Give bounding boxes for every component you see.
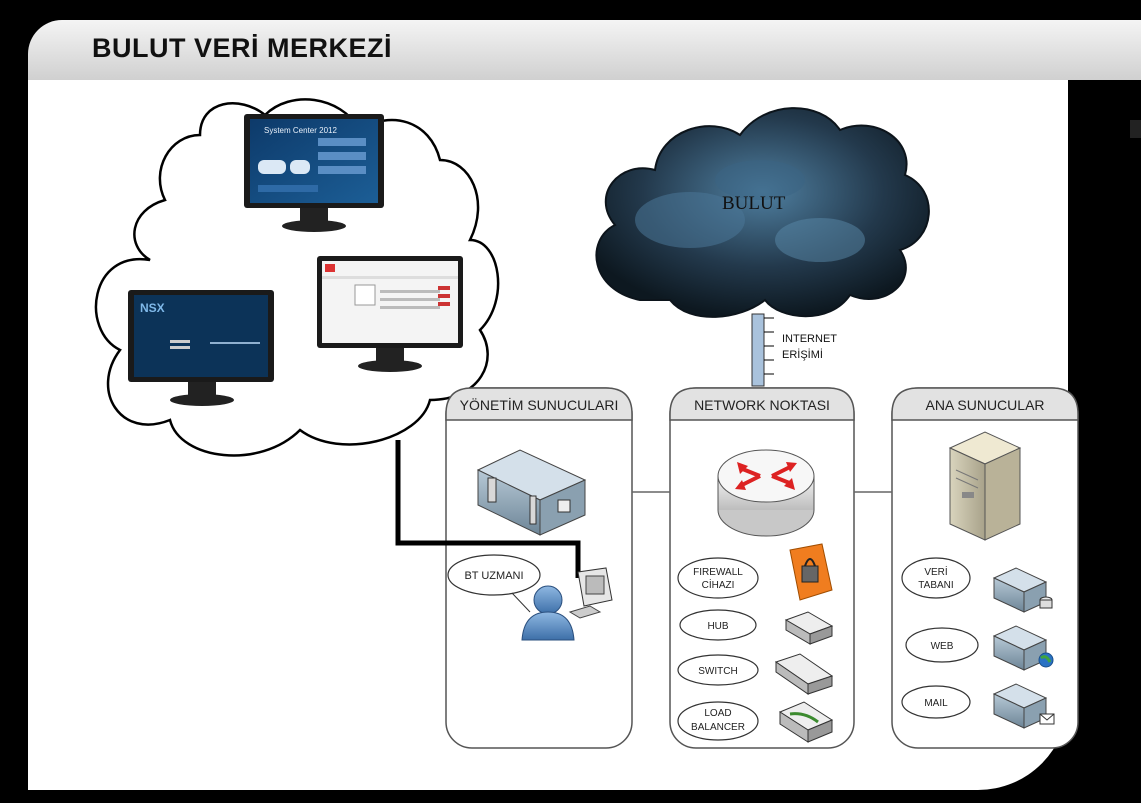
router-icon: [717, 449, 815, 537]
management-server-icon: [476, 449, 587, 536]
svg-text:FIREWALL: FIREWALL: [693, 567, 743, 578]
svg-text:System Center 2012: System Center 2012: [264, 126, 337, 135]
svg-text:VERİ: VERİ: [924, 565, 947, 578]
internet-access-link: INTERNET ERİŞİMİ: [751, 313, 837, 387]
header-bar: [28, 20, 1141, 80]
panel-main-title: ANA SUNUCULAR: [925, 397, 1044, 413]
bt-uzmani-label: BT UZMANI: [464, 570, 523, 582]
web-server-item: WEB: [905, 625, 1054, 671]
svg-text:ERİŞİMİ: ERİŞİMİ: [782, 348, 823, 361]
database-server-item: VERİ TABANI: [901, 557, 1053, 613]
decorative-right-bar: [1130, 120, 1141, 138]
switch-item: SWITCH: [677, 653, 834, 695]
svg-text:BALANCER: BALANCER: [691, 722, 745, 733]
decorative-bottom-bar: [630, 790, 1141, 803]
panel-management-title: YÖNETİM SUNUCULARI: [460, 396, 619, 413]
monitor-web-console: [317, 256, 463, 372]
hub-item: HUB: [679, 609, 834, 645]
admin-connection-line: [395, 440, 581, 578]
svg-text:CİHAZI: CİHAZI: [702, 578, 735, 591]
svg-text:SWITCH: SWITCH: [698, 666, 737, 677]
main-tower-server-icon: [948, 431, 1022, 541]
monitor-system-center: System Center 2012: [244, 114, 384, 232]
svg-text:WEB: WEB: [931, 641, 954, 652]
load-balancer-item: LOAD BALANCER: [677, 701, 834, 743]
svg-text:HUB: HUB: [707, 621, 728, 632]
admin-user-icon: BT UZMANI: [447, 554, 613, 641]
firewall-item: FIREWALL CİHAZI: [677, 543, 833, 601]
mail-server-item: MAIL: [901, 683, 1055, 729]
page-title: BULUT VERİ MERKEZİ: [92, 33, 393, 63]
monitor-nsx: NSX: [128, 290, 274, 406]
svg-text:LOAD: LOAD: [704, 708, 731, 719]
cloud-label: BULUT: [722, 193, 786, 214]
svg-text:TABANI: TABANI: [918, 580, 953, 591]
svg-text:MAIL: MAIL: [924, 698, 948, 709]
svg-text:NSX: NSX: [140, 301, 165, 315]
svg-text:INTERNET: INTERNET: [782, 333, 837, 345]
internet-cloud: BULUT: [595, 107, 930, 318]
panel-network-title: NETWORK NOKTASI: [694, 397, 830, 413]
